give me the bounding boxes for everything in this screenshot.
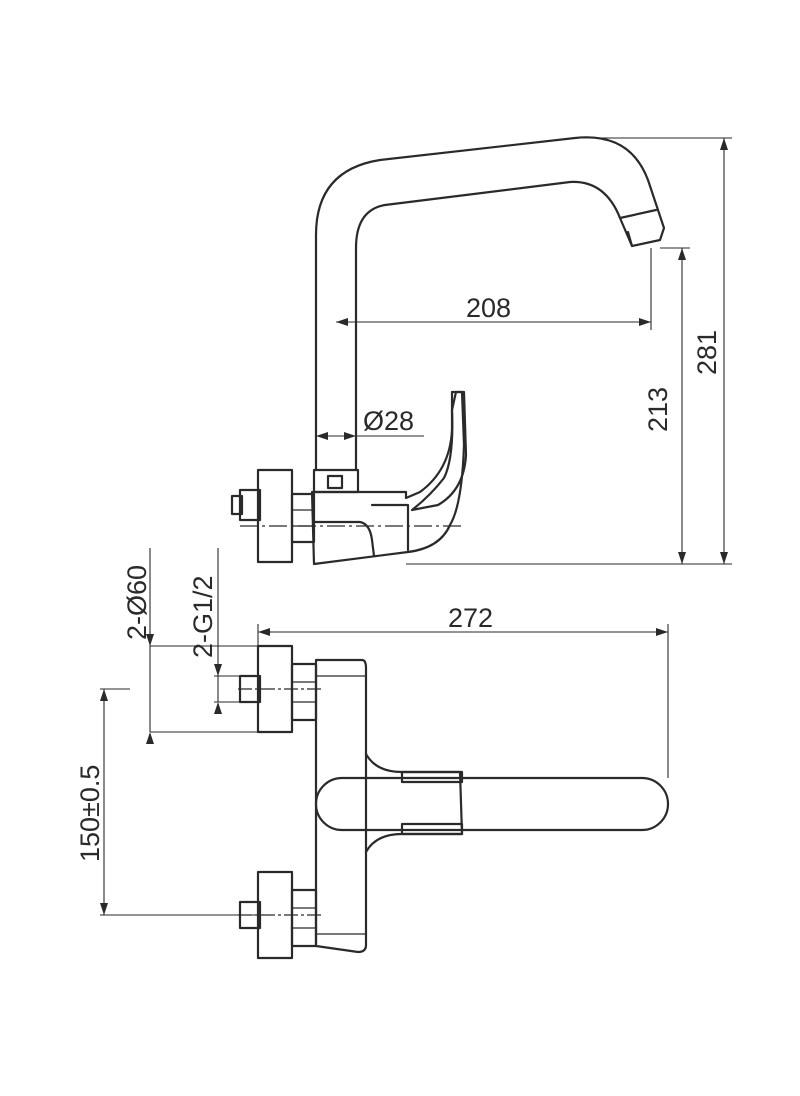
dimension-flange-diameter: 2-Ø60 (122, 548, 258, 744)
inlet-pipe-side (238, 488, 262, 522)
dimension-center-distance: 150±0.5 (75, 688, 260, 916)
top-view (238, 644, 670, 960)
hex-nut-lower (290, 888, 318, 948)
label-thread-size: 2-G1/2 (188, 575, 218, 658)
mixer-body-top (314, 658, 368, 954)
hex-nut-upper (290, 662, 318, 722)
body-inner-detail (312, 503, 410, 558)
spout-collar-nut (326, 474, 344, 490)
hex-nut-side (290, 492, 316, 544)
label-flange-diameter: 2-Ø60 (122, 565, 152, 640)
side-view (230, 136, 666, 566)
spout-top (314, 776, 670, 832)
lever-side (410, 390, 468, 512)
dimension-272: 272 (257, 603, 669, 778)
dimension-thread-size: 2-G1/2 (188, 548, 240, 714)
dimension-diameter-28: Ø28 (316, 406, 424, 440)
label-outlet-height: 213 (643, 387, 673, 432)
lever-top (364, 752, 464, 854)
spout-tube (314, 136, 666, 472)
label-center-distance: 150±0.5 (75, 765, 105, 862)
label-total-length: 272 (448, 603, 493, 633)
dimension-213: 213 (406, 247, 690, 565)
inlet-end-side (230, 494, 244, 516)
label-total-height: 281 (692, 330, 722, 375)
dimension-281: 281 (572, 137, 732, 565)
label-spout-reach: 208 (466, 293, 511, 323)
dimension-208: 208 (336, 248, 652, 330)
wall-flange-side (256, 468, 294, 564)
spout-outlet (618, 208, 658, 248)
label-spout-diameter: Ø28 (363, 406, 414, 436)
